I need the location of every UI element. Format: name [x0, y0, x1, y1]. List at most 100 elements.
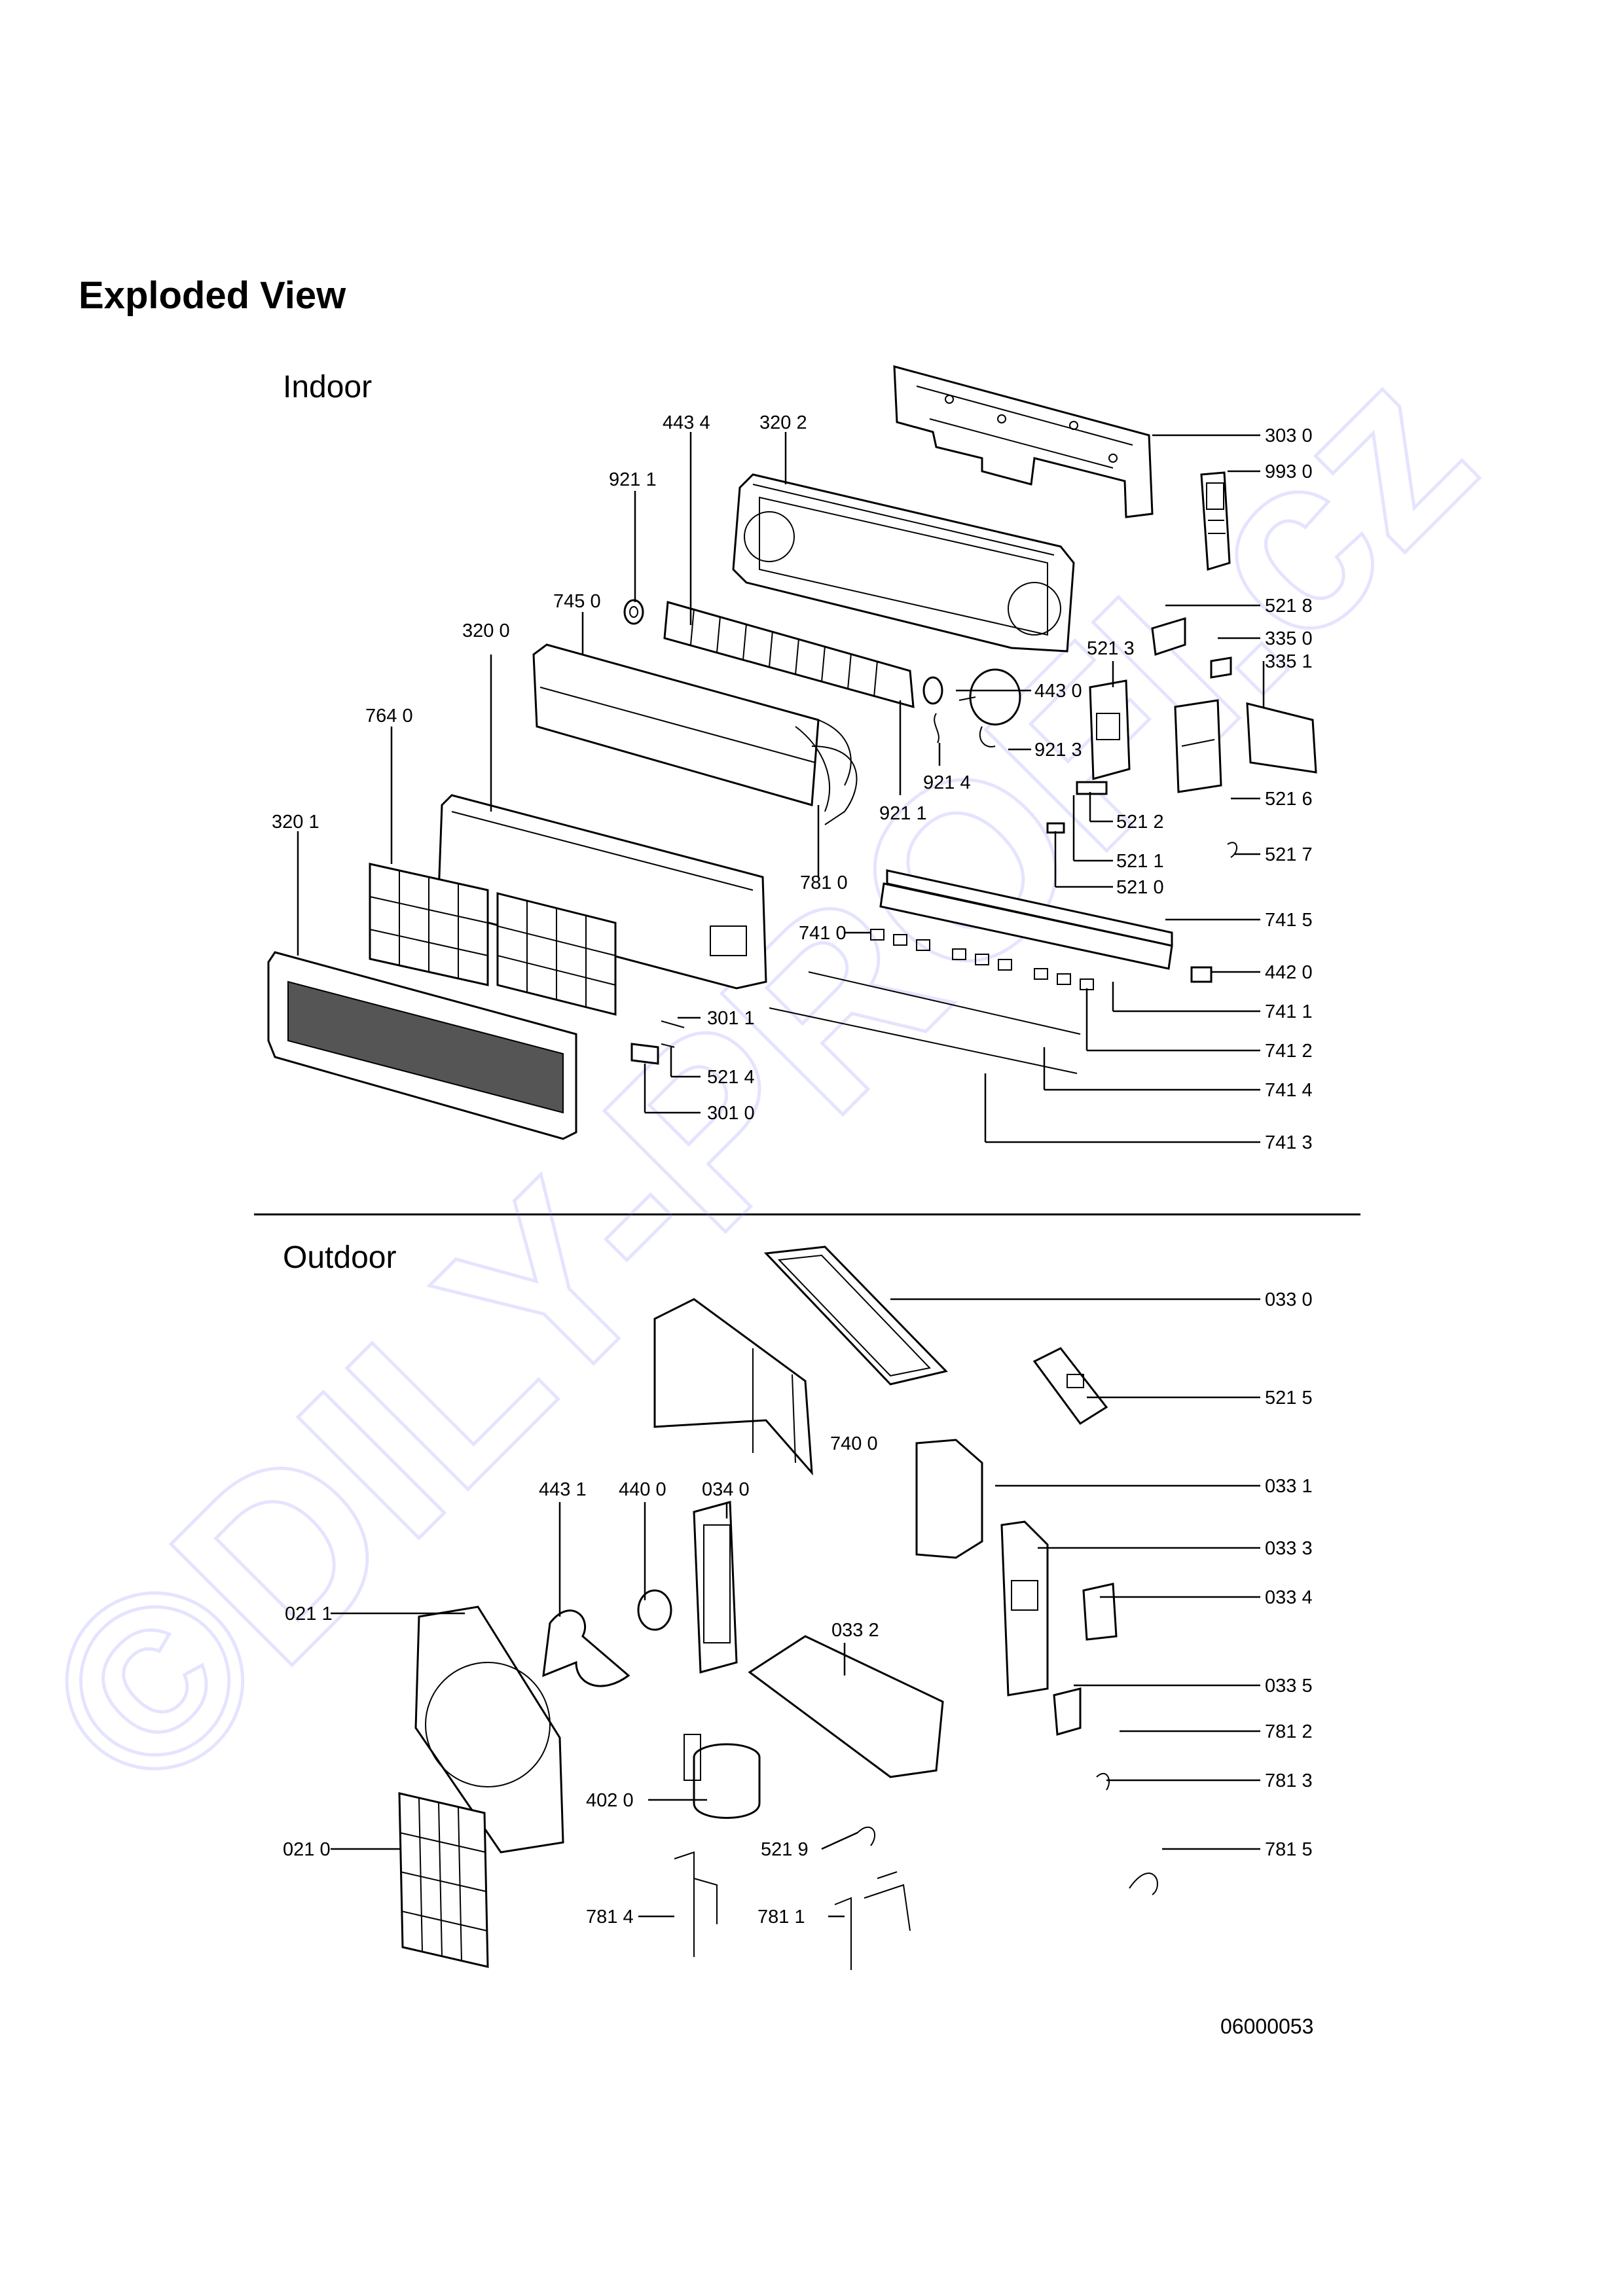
- callout-7813: 781 3: [1265, 1770, 1313, 1791]
- remote-control-part: [1200, 471, 1231, 571]
- callout-7640: 764 0: [365, 706, 413, 726]
- callout-7400: 740 0: [830, 1433, 878, 1454]
- callout-3011: 301 1: [707, 1008, 755, 1029]
- callout-5211: 521 1: [1116, 851, 1164, 872]
- front-panel-part: [267, 951, 577, 1140]
- indoor-section-title: Indoor: [283, 370, 373, 404]
- right-side-panel-part: [1000, 1520, 1049, 1696]
- electrical-box-part: [1032, 1347, 1108, 1426]
- callout-4400: 440 0: [619, 1479, 666, 1500]
- callout-7410: 741 0: [799, 923, 847, 944]
- chassis-back-part: [732, 473, 1075, 653]
- pcb-display-part: [1246, 702, 1317, 774]
- control-box-part: [1089, 679, 1131, 780]
- callout-0334: 033 4: [1265, 1587, 1313, 1608]
- callout-0211: 021 1: [285, 1604, 333, 1624]
- air-filter-right-part: [496, 892, 617, 1016]
- callout-7811: 781 1: [757, 1907, 805, 1928]
- compressor-part: [684, 1734, 761, 1819]
- callout-7450: 745 0: [553, 591, 601, 612]
- propeller-fan-part: [542, 1609, 630, 1687]
- callout-4431: 443 1: [539, 1479, 587, 1500]
- callout-5214: 521 4: [707, 1067, 755, 1088]
- condenser-part: [653, 1298, 813, 1476]
- callout-4430: 443 0: [1034, 681, 1082, 702]
- motor-clip-part: [934, 713, 939, 744]
- connector-part: [1046, 781, 1237, 858]
- air-filter-left-part: [369, 863, 489, 986]
- callout-5212: 521 2: [1116, 812, 1164, 833]
- callout-9211-bottom: 921 1: [879, 803, 927, 824]
- callout-3201: 320 1: [272, 812, 319, 833]
- callout-3030: 303 0: [1265, 425, 1313, 446]
- section-divider: [254, 1213, 1360, 1215]
- side-panel-part: [915, 1439, 983, 1559]
- callout-7413: 741 3: [1265, 1132, 1313, 1153]
- callout-3200: 320 0: [462, 620, 510, 641]
- callout-7810: 781 0: [800, 872, 848, 893]
- fan-guard-part: [398, 1792, 489, 1968]
- callout-4434: 443 4: [663, 412, 710, 433]
- pcb-main-part: [1174, 699, 1222, 793]
- leader-lines: [297, 432, 1265, 1918]
- callout-0331: 033 1: [1265, 1476, 1313, 1497]
- callout-7812: 781 2: [1265, 1721, 1313, 1742]
- callout-5217: 521 7: [1265, 844, 1313, 865]
- base-pan-part: [748, 1635, 944, 1778]
- callout-3351: 335 1: [1265, 651, 1313, 672]
- louver-rods-part: [769, 971, 1081, 1074]
- fan-motor-part: [958, 668, 1021, 747]
- callout-5210: 521 0: [1116, 877, 1164, 898]
- callout-5213: 521 3: [1087, 638, 1135, 659]
- cross-flow-fan-part: [663, 601, 915, 709]
- bearing-part: [623, 599, 644, 625]
- front-grille-frame-part: [414, 1605, 564, 1854]
- callout-0340: 034 0: [702, 1479, 750, 1500]
- top-cover-part: [763, 1246, 948, 1386]
- swing-motor-part: [1190, 966, 1213, 983]
- callout-5218: 521 8: [1265, 596, 1313, 617]
- callout-9213: 921 3: [1034, 740, 1082, 761]
- evaporator-part: [532, 643, 852, 812]
- mounting-plate-part: [893, 365, 1154, 518]
- display-board-part: [630, 1020, 685, 1065]
- callout-0330: 033 0: [1265, 1289, 1313, 1310]
- louver-blades-part: [870, 929, 1094, 990]
- drain-pipe-part: [811, 745, 858, 825]
- callout-5215: 521 5: [1265, 1388, 1313, 1408]
- fan-bearing-part: [922, 676, 943, 705]
- page-title: Exploded View: [79, 274, 346, 317]
- piping-left-part: [674, 1851, 718, 1957]
- callout-0333: 033 3: [1265, 1538, 1313, 1559]
- service-cover-part: [1082, 1583, 1118, 1641]
- callout-9211-top: 921 1: [609, 469, 657, 490]
- motor-bracket-part: [693, 1501, 738, 1674]
- callout-3350: 335 0: [1265, 628, 1313, 649]
- callout-4420: 442 0: [1265, 962, 1313, 983]
- piping-right-part: [834, 1871, 911, 1970]
- outdoor-section-title: Outdoor: [283, 1240, 397, 1275]
- callout-0335: 033 5: [1265, 1676, 1313, 1696]
- callout-0210: 021 0: [283, 1839, 331, 1860]
- callout-4020: 402 0: [586, 1790, 634, 1811]
- callout-3202: 320 2: [759, 412, 807, 433]
- terminal-cover-part: [1151, 617, 1232, 679]
- callout-3010: 301 0: [707, 1103, 755, 1124]
- sensor-part: [857, 1772, 1158, 1895]
- callout-7411: 741 1: [1265, 1001, 1313, 1022]
- louver-frame-part: [879, 869, 1173, 970]
- callout-9214: 921 4: [923, 772, 971, 793]
- callout-9930: 993 0: [1265, 461, 1313, 482]
- document-code: 06000053: [1220, 2015, 1314, 2038]
- callout-7815: 781 5: [1265, 1839, 1313, 1860]
- callout-5219: 521 9: [761, 1839, 809, 1860]
- callout-7412: 741 2: [1265, 1041, 1313, 1062]
- callout-7415: 741 5: [1265, 910, 1313, 931]
- callout-7414: 741 4: [1265, 1080, 1313, 1101]
- terminal-board-part: [1053, 1687, 1082, 1736]
- callout-7814: 781 4: [586, 1907, 634, 1928]
- callout-5216: 521 6: [1265, 789, 1313, 810]
- fan-motor-outdoor-part: [637, 1589, 672, 1631]
- callout-0332: 033 2: [831, 1620, 879, 1641]
